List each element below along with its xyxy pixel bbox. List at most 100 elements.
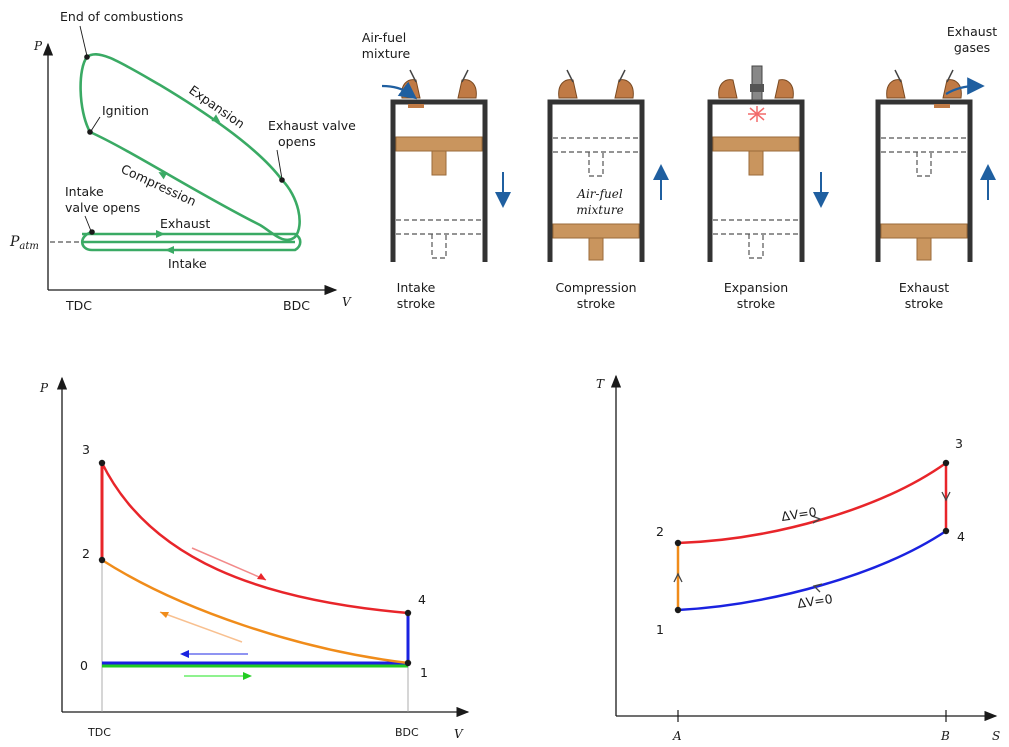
a-label: A <box>672 729 682 743</box>
leader-intake-valve <box>84 215 92 232</box>
piston-bottom-position <box>880 223 968 239</box>
cylinder-wall <box>875 99 973 262</box>
v-axis-label: V <box>454 727 464 741</box>
rod-ghost <box>588 152 604 177</box>
ts-points <box>674 459 950 614</box>
intake-valve-icon <box>718 79 738 99</box>
point-4 <box>942 527 950 535</box>
bdc-label: BDC <box>395 726 419 739</box>
rod-ghost <box>431 234 447 259</box>
cylinder-wall <box>707 99 805 262</box>
cylinder-compression: Air-fuel mixture Compression stroke <box>547 69 669 311</box>
exhaust-valve-icon <box>457 79 477 99</box>
tdc-label: TDC <box>87 726 111 739</box>
exhaust-label: Exhaust <box>160 216 210 231</box>
label-2: 2 <box>82 546 90 561</box>
point-2 <box>674 539 682 547</box>
intake-stroke-label-1: Intake <box>397 280 436 295</box>
expansion-arrow <box>211 114 221 123</box>
exhaust-gases-label-2: gases <box>954 40 990 55</box>
patm-label: Patm <box>9 234 39 252</box>
label-0: 0 <box>80 658 88 673</box>
intake-label: Intake <box>168 256 207 271</box>
label-4: 4 <box>418 592 426 607</box>
point-4 <box>404 609 412 617</box>
point-1 <box>404 659 412 667</box>
valve-stem <box>618 69 626 83</box>
exhaust-gases-label-1: Exhaust <box>947 24 997 39</box>
expansion-stroke-label-2: stroke <box>737 296 776 311</box>
heat-addition-curve <box>677 461 947 545</box>
mixture-label-2: mixture <box>576 203 623 217</box>
label-3: 3 <box>82 442 90 457</box>
point-end-combustion <box>84 54 90 60</box>
leader-end-combustion <box>79 25 88 57</box>
leader-exhaust-valve <box>276 149 283 180</box>
compression-curve <box>101 558 409 665</box>
cylinder-exhaust: Exhaust stroke <box>875 69 996 311</box>
s-axis-label: S <box>992 729 1000 743</box>
mixture-label-1: Air-fuel <box>576 187 623 201</box>
valve-stem <box>894 69 902 83</box>
arrowhead <box>160 612 169 618</box>
b-label: B <box>940 729 950 743</box>
intake-stroke-label-2: stroke <box>397 296 436 311</box>
exhaust-arrow <box>156 230 165 238</box>
label-1: 1 <box>656 622 664 637</box>
right-arrow-icon <box>811 515 822 524</box>
v-axis-label: V <box>342 295 352 309</box>
connecting-rod <box>588 237 604 261</box>
left-arrow-icon <box>812 583 823 593</box>
end-combustion-label: End of combustions <box>60 9 183 24</box>
ignition-label: Ignition <box>102 103 149 118</box>
arrowhead <box>243 672 252 680</box>
ideal-pv-diagram: P V TDC BDC 3 2 0 4 1 <box>39 376 470 741</box>
cylinder-intake: Intake stroke <box>381 69 511 311</box>
label-1: 1 <box>420 665 428 680</box>
arrowhead <box>257 573 266 580</box>
intake-exhaust-loop <box>80 230 302 252</box>
valve-stem <box>566 69 574 83</box>
otto-direction-arrows <box>156 114 221 254</box>
point-intake-valve <box>89 229 95 235</box>
tdc-label: TDC <box>65 298 92 313</box>
intake-valve-label-1: Intake <box>65 184 104 199</box>
airflow-in-arrow-icon <box>381 81 418 100</box>
exhaust-valve-label-2: opens <box>278 134 316 149</box>
airfuel-label-1: Air-fuel <box>362 30 406 45</box>
point-1 <box>674 606 682 614</box>
otto-pv-diagram: P V Patm TDC BDC End of com <box>9 9 356 313</box>
rod-ghost <box>748 234 764 259</box>
point-exhaust-valve <box>279 177 285 183</box>
exhaust-valve-icon <box>774 79 794 99</box>
compression-arrow <box>158 172 168 180</box>
dv-top-label: ΔV=0 <box>780 504 817 524</box>
ideal-pv-points <box>98 459 412 667</box>
connecting-rod <box>431 150 447 176</box>
compression-stroke-label-2: stroke <box>577 296 616 311</box>
open-valve-head <box>934 104 950 108</box>
intake-valve-icon <box>886 79 906 99</box>
bdc-label: BDC <box>283 298 310 313</box>
compression-direction-arrow-icon <box>159 611 243 643</box>
ts-diagram: T S A B ΔV=0 ΔV=0 2 1 3 4 <box>596 374 1000 743</box>
intake-valve-label-2: valve opens <box>65 200 140 215</box>
compression-curve <box>89 130 301 242</box>
airflow-out-arrow-icon <box>945 77 985 95</box>
point-3 <box>98 459 106 467</box>
p-axis-label: P <box>33 39 43 53</box>
rod-ghost <box>916 152 932 177</box>
cylinder-wall <box>390 99 488 262</box>
t-axis-label: T <box>596 377 605 391</box>
cylinder-expansion: Expansion stroke <box>707 65 829 311</box>
spark-plug-nut <box>750 84 764 92</box>
piston-top-position <box>395 136 483 152</box>
compression-stroke-label-1: Compression <box>555 280 636 295</box>
intake-valve-icon <box>558 79 578 99</box>
dv-bottom-label: ΔV=0 <box>796 591 833 611</box>
up-arrow-icon <box>673 572 683 583</box>
point-2 <box>98 556 106 564</box>
exhaust-stroke-label-2: stroke <box>905 296 944 311</box>
p-axis-label: P <box>39 381 49 395</box>
expansion-direction-arrow-icon <box>191 547 267 581</box>
